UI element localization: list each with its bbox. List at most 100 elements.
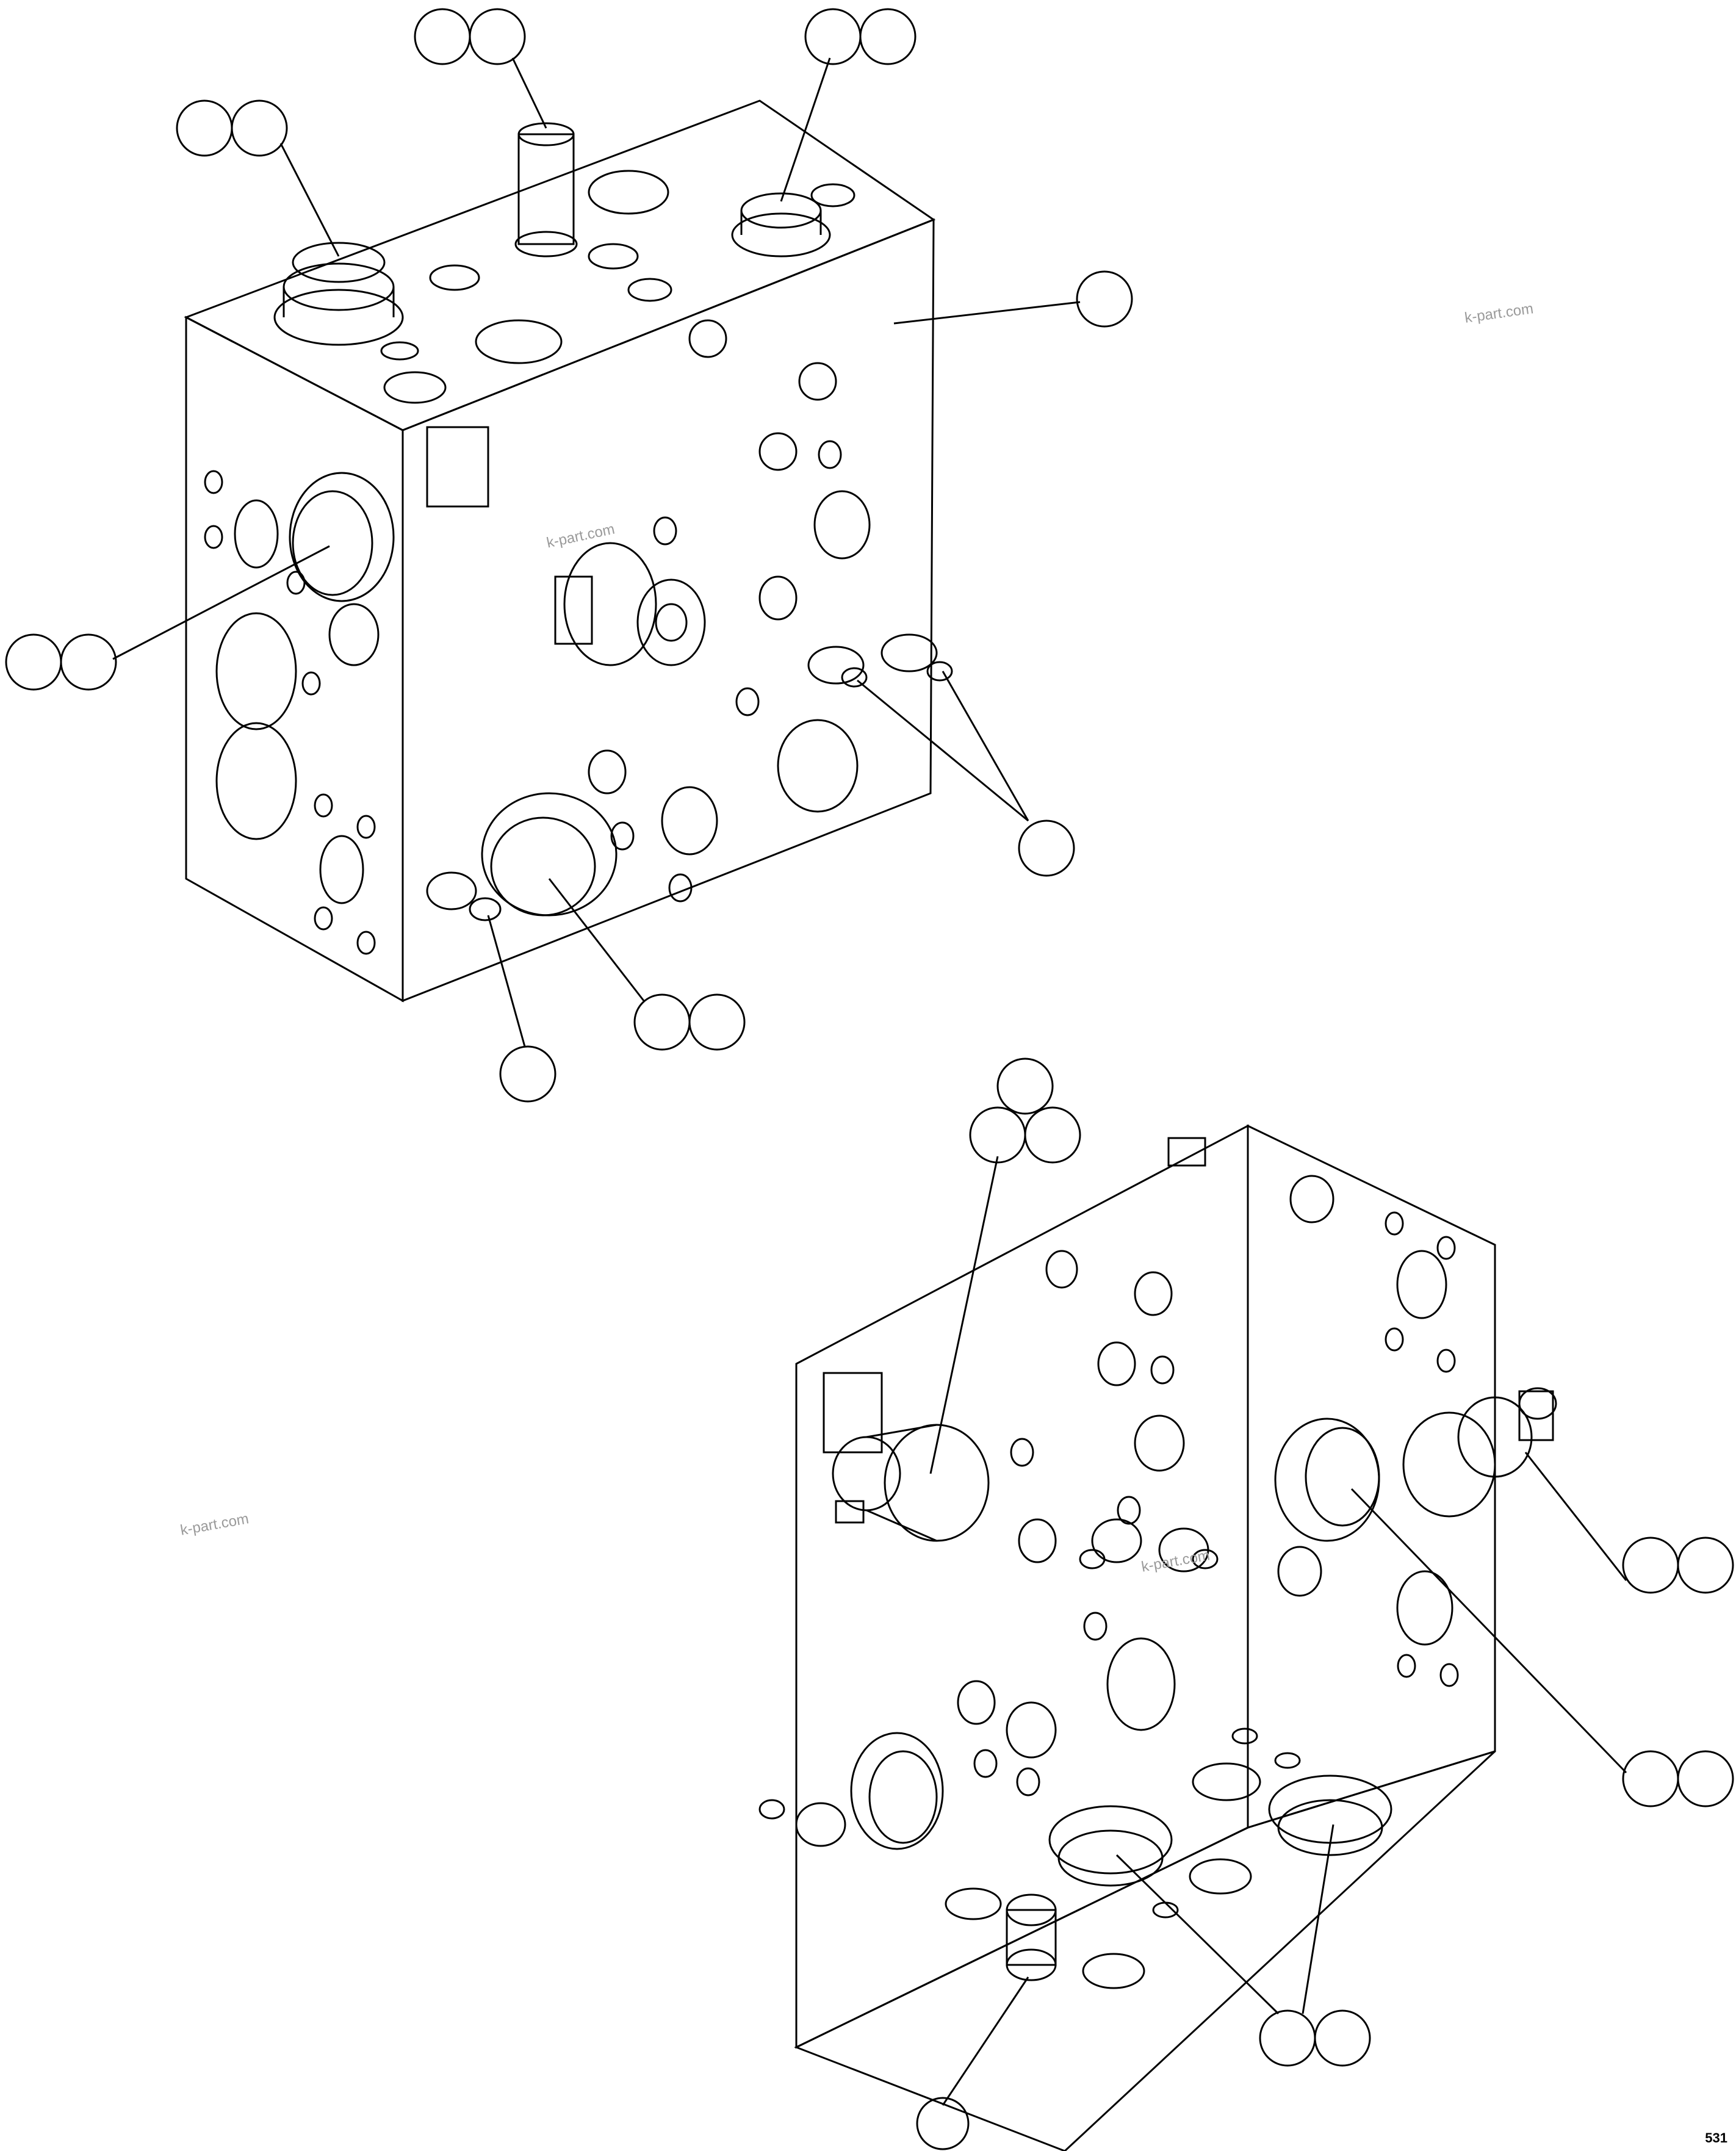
- lower-right-port-2: [1436, 1236, 1456, 1260]
- lower-front-plug: [850, 1732, 944, 1850]
- callout-upper-body: [1076, 270, 1133, 328]
- lower-front-port-8: [1117, 1496, 1141, 1525]
- lower-right-port-5: [1436, 1349, 1456, 1373]
- front-port-2: [798, 362, 837, 401]
- lower-block-label-plate: [823, 1372, 883, 1454]
- lower-right-port-4: [1385, 1327, 1404, 1352]
- leader-upper-cartridge: [511, 57, 547, 129]
- upper-valve-block: [5, 8, 1133, 1103]
- top-port-5: [810, 183, 855, 207]
- callout-upper-top-small-a: [804, 8, 862, 65]
- front-port-8: [735, 687, 760, 716]
- leader-lower-bottom-b: [1302, 1824, 1334, 2014]
- leader-upper-bottom-plug: [548, 878, 645, 1001]
- top-plug-large: [273, 242, 404, 346]
- lower-right-port-8: [1439, 1663, 1459, 1687]
- left-hex-port: [328, 603, 380, 666]
- top-cartridge-valve: [514, 122, 578, 258]
- lower-block-bottom-face: [794, 1750, 1496, 2151]
- lower-front-port-2: [1045, 1250, 1078, 1289]
- lower-front-port-10: [1083, 1612, 1108, 1641]
- callout-lower-bottom-cart: [916, 2097, 970, 2150]
- lower-front-port-15: [1016, 1767, 1040, 1796]
- front-bottom-plug: [481, 792, 618, 917]
- lower-front-port-13: [1006, 1701, 1057, 1759]
- lower-bottom-port-4: [1082, 1953, 1145, 1989]
- leader-upper-cart-a: [857, 679, 1029, 822]
- lower-front-cartridge-3: [758, 1799, 846, 1847]
- top-port-3: [429, 264, 480, 291]
- callout-upper-left-plug-b: [60, 633, 117, 691]
- left-port-1: [204, 470, 223, 494]
- left-port-9: [319, 835, 364, 904]
- top-port-6: [380, 341, 419, 361]
- upper-block-label-plate: [426, 426, 489, 508]
- top-port-7: [383, 371, 447, 404]
- left-port-11: [356, 931, 376, 955]
- lower-front-cartridge-1: [1079, 1518, 1142, 1569]
- front-port-3: [758, 432, 798, 471]
- top-port-2: [588, 243, 639, 270]
- callout-lower-relief-a: [1622, 1537, 1679, 1594]
- callout-upper-top-plug-b: [231, 99, 288, 157]
- top-hex-socket: [475, 319, 563, 364]
- lower-bottom-port-7: [1152, 1901, 1179, 1919]
- front-port-11: [661, 786, 718, 856]
- lower-bottom-port-1: [1192, 1762, 1261, 1801]
- top-plug-small: [731, 192, 831, 258]
- leader-upper-body: [893, 301, 1081, 325]
- front-cartridge-2: [881, 633, 953, 682]
- lower-block-top-tab: [1167, 1137, 1206, 1167]
- lower-bottom-port-3: [945, 1887, 1002, 1920]
- lower-right-port-3: [1396, 1250, 1447, 1319]
- callout-upper-cart-pair: [1018, 820, 1075, 877]
- leader-upper-top-plug: [279, 143, 340, 257]
- upper-block-top-face: [184, 99, 936, 431]
- lower-front-port-11: [1106, 1637, 1176, 1731]
- callout-upper-bottom-plug-a: [633, 993, 691, 1051]
- lower-front-port-12: [957, 1680, 996, 1725]
- lower-bottom-port-5: [1231, 1728, 1258, 1745]
- left-port-6: [215, 722, 297, 840]
- callout-upper-left-plug-a: [5, 633, 62, 691]
- callout-lower-right-plug-b: [1677, 1750, 1734, 1807]
- front-bottom-cartridge: [426, 871, 502, 921]
- lower-right-port-9: [1277, 1546, 1322, 1597]
- lower-front-cartridge-2: [1158, 1527, 1219, 1573]
- lower-right-plug: [1274, 1418, 1380, 1542]
- front-port-5: [813, 490, 871, 560]
- lower-front-port-9: [1018, 1518, 1057, 1563]
- callout-upper-top-plug-a: [176, 99, 233, 157]
- leader-lower-bottom-cart: [942, 1976, 1029, 2106]
- front-port-13: [668, 873, 693, 903]
- leader-upper-cart-b: [942, 671, 1029, 821]
- front-port-12: [610, 821, 635, 851]
- lower-bottom-port-2: [1189, 1858, 1252, 1895]
- lower-front-port-3: [1134, 1271, 1173, 1316]
- callout-lower-bottom-a: [1259, 2009, 1316, 2067]
- lower-valve-block: [758, 1057, 1734, 2151]
- upper-block-left-face: [185, 315, 404, 1003]
- leader-upper-bottom-cart: [487, 915, 526, 1047]
- front-port-9: [777, 719, 859, 813]
- left-port-5: [215, 612, 297, 730]
- left-side-plug: [289, 472, 395, 602]
- front-port-6: [653, 516, 677, 546]
- lower-front-port-14: [973, 1749, 998, 1778]
- leader-upper-left-plug: [112, 545, 330, 660]
- callout-lower-solenoid-c: [1024, 1106, 1081, 1164]
- callout-lower-bottom-b: [1314, 2009, 1371, 2067]
- callout-lower-right-plug-a: [1622, 1750, 1679, 1807]
- left-port-7: [314, 793, 333, 818]
- lower-front-port-5: [1150, 1355, 1175, 1385]
- upper-block-front-face: [402, 218, 935, 1003]
- front-port-4: [818, 440, 842, 469]
- left-small-port: [301, 671, 321, 696]
- lower-front-port-1: [1289, 1175, 1334, 1223]
- leader-lower-bottom-a: [1115, 1854, 1280, 2015]
- lower-bottom-plug-1: [1048, 1805, 1173, 1887]
- top-port-4: [627, 278, 672, 302]
- leader-lower-relief: [1524, 1452, 1627, 1581]
- left-port-3: [234, 499, 279, 569]
